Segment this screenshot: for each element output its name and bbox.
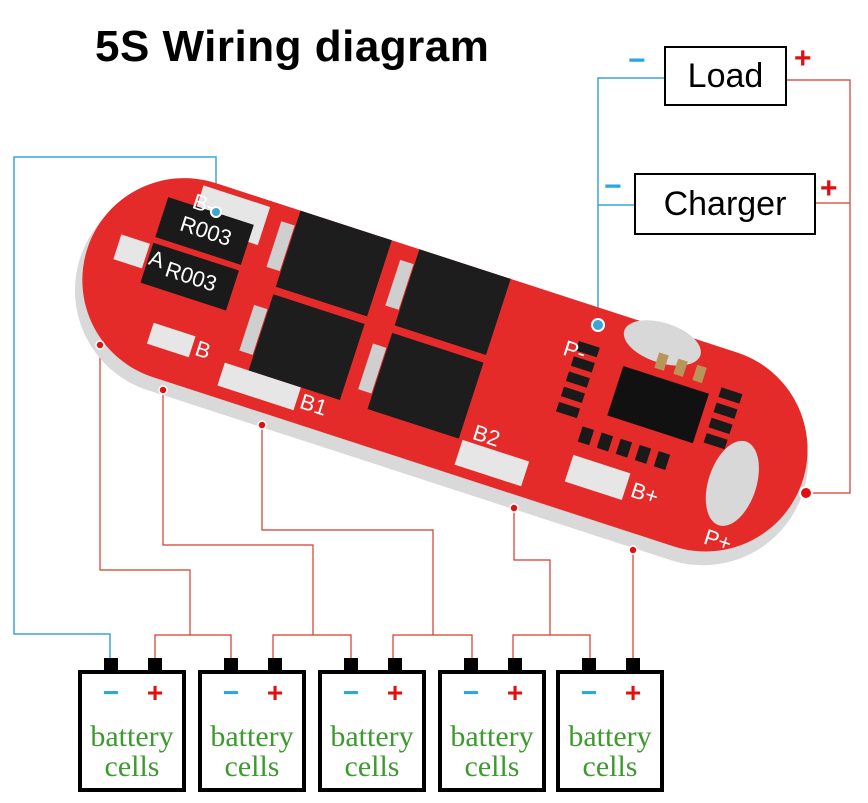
cell-negative-sign: −: [103, 677, 119, 708]
shunt-resistor: [140, 242, 239, 311]
positive-terminal: [388, 658, 402, 672]
charger-box: Charger: [634, 173, 816, 235]
load-positive-sign: +: [794, 42, 812, 75]
pad-a: [113, 234, 150, 269]
cell-label-line2: cells: [225, 750, 280, 783]
positive-terminal: [148, 658, 162, 672]
positive-terminal: [268, 658, 282, 672]
wire-b-minus: [13, 156, 217, 660]
wire-p-plus: [787, 79, 851, 494]
battery-body: [318, 670, 426, 792]
negative-terminal: [344, 658, 358, 672]
battery-body: [438, 670, 546, 792]
cell-label-line2: cells: [465, 750, 520, 783]
charger-label: Charger: [663, 184, 787, 223]
negative-terminal: [224, 658, 238, 672]
pad-p-plus: [705, 440, 759, 526]
pad-p-minus: [623, 320, 701, 366]
positive-terminal: [508, 658, 522, 672]
cell-positive-sign: +: [147, 677, 163, 708]
charger-positive-sign: +: [820, 172, 838, 205]
mosfet: [394, 249, 511, 355]
pad-b1: [217, 362, 301, 411]
terminal-dot: [95, 340, 105, 350]
pad-b2: [454, 439, 530, 487]
negative-terminal: [464, 658, 478, 672]
cell-positive-sign: +: [507, 677, 523, 708]
cell-label-line1: battery: [90, 720, 173, 753]
battery-body: [78, 670, 186, 792]
shunt-resistor: [155, 197, 254, 265]
negative-terminal: [582, 658, 596, 672]
positive-terminal: [626, 658, 640, 672]
terminal-dot: [799, 486, 813, 500]
mosfet: [248, 294, 365, 401]
cell-positive-sign: +: [625, 677, 641, 708]
negative-terminal: [104, 658, 118, 672]
terminal-dot: [628, 545, 638, 555]
terminal-dot: [509, 503, 519, 513]
cell-label-line1: battery: [330, 720, 413, 753]
terminal-dot: [257, 420, 267, 430]
wire-b1: [261, 425, 473, 660]
load-negative-sign: −: [628, 44, 646, 77]
battery-body: [556, 670, 664, 792]
cell-negative-sign: −: [581, 677, 597, 708]
cell-positive-sign: +: [387, 677, 403, 708]
cell-label-line2: cells: [105, 750, 160, 783]
load-box: Load: [664, 46, 787, 106]
cell-label-line1: battery: [210, 720, 293, 753]
wire-a: [99, 345, 232, 660]
wire-b: [162, 390, 352, 660]
wire-b2: [512, 508, 591, 660]
wire-p-minus: [597, 77, 664, 325]
mosfet: [367, 332, 484, 439]
page-title: 5S Wiring diagram: [95, 22, 490, 71]
cell-positive-sign: +: [267, 677, 283, 708]
cell-label-line1: battery: [568, 720, 651, 753]
cell-negative-sign: −: [223, 677, 239, 708]
terminal-dot: [591, 318, 605, 332]
terminal-dot: [158, 385, 168, 395]
pad-b-plus: [564, 454, 631, 501]
cell-negative-sign: −: [343, 677, 359, 708]
cell-label-line2: cells: [583, 750, 638, 783]
cell-label-line2: cells: [345, 750, 400, 783]
battery-body: [198, 670, 306, 792]
terminal-dot: [210, 206, 222, 218]
pad-b: [146, 322, 196, 358]
protection-ic: [607, 365, 709, 444]
load-label: Load: [687, 56, 764, 95]
mosfet: [275, 210, 392, 317]
cell-negative-sign: −: [463, 677, 479, 708]
cell-label-line1: battery: [450, 720, 533, 753]
charger-negative-sign: −: [604, 170, 622, 203]
